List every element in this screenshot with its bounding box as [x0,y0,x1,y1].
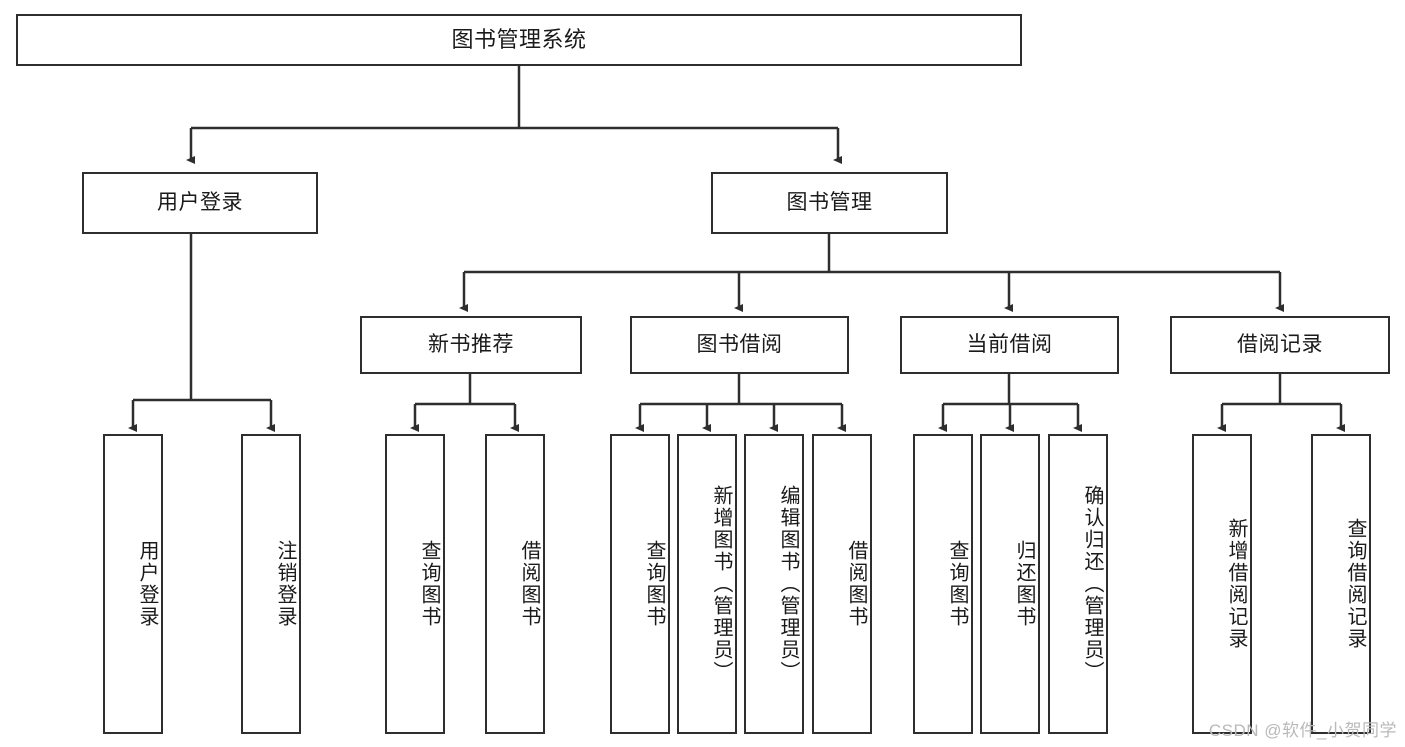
node-book-management[interactable]: 图书管理 [711,172,948,234]
node-label: 注销登录 [274,540,296,628]
node-label: 借阅图书 [518,540,540,628]
node-label: 图书管理 [786,191,873,215]
leaf-records-add-record[interactable]: 新增借阅记录 [1192,434,1252,734]
node-label: 图书借阅 [696,333,783,357]
node-label: 查询借阅记录 [1344,518,1366,650]
node-new-book-recommend[interactable]: 新书推荐 [360,316,582,374]
leaf-user-login-signin[interactable]: 用户登录 [103,434,163,734]
node-label: 图书管理系统 [451,26,587,52]
leaf-recommend-query-book[interactable]: 查询图书 [385,434,445,734]
leaf-current-return-book[interactable]: 归还图书 [980,434,1040,734]
node-label: 新书推荐 [428,333,514,357]
leaf-borrow-query-book[interactable]: 查询图书 [610,434,670,734]
node-label: 当前借阅 [966,333,1053,357]
leaf-records-query-record[interactable]: 查询借阅记录 [1311,434,1371,734]
leaf-current-query-book[interactable]: 查询图书 [913,434,973,734]
leaf-current-confirm-return[interactable]: 确认归还（管理员） [1048,434,1108,734]
node-label: 新增借阅记录 [1225,518,1247,650]
node-label: 用户登录 [157,191,243,215]
node-book-borrow[interactable]: 图书借阅 [630,316,849,374]
node-label: 查询图书 [946,540,968,628]
leaf-borrow-edit-book[interactable]: 编辑图书（管理员） [744,434,804,734]
node-root-system[interactable]: 图书管理系统 [16,14,1022,66]
watermark-text: CSDN @软件_小贺同学 [1208,721,1397,740]
node-borrow-records[interactable]: 借阅记录 [1170,316,1390,374]
node-label: 借阅记录 [1237,333,1323,357]
node-label: 查询图书 [643,540,665,628]
node-current-borrow[interactable]: 当前借阅 [900,316,1119,374]
node-label: 新增图书（管理员） [710,485,732,683]
node-label: 借阅图书 [845,540,867,628]
node-label: 归还图书 [1013,540,1035,628]
leaf-borrow-borrow-book[interactable]: 借阅图书 [812,434,872,734]
leaf-user-login-signout[interactable]: 注销登录 [241,434,301,734]
node-label: 编辑图书（管理员） [777,485,799,683]
leaf-borrow-add-book[interactable]: 新增图书（管理员） [677,434,737,734]
node-label: 用户登录 [136,540,158,628]
node-label: 确认归还（管理员） [1081,485,1103,683]
leaf-recommend-borrow-book[interactable]: 借阅图书 [485,434,545,734]
node-user-login[interactable]: 用户登录 [82,172,318,234]
node-label: 查询图书 [418,540,440,628]
